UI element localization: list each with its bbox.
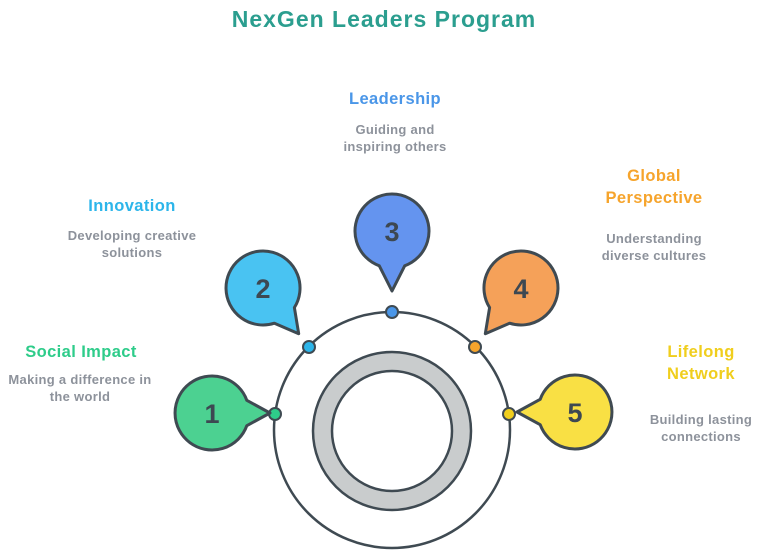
- bubble-1-social-impact: [173, 374, 272, 452]
- label-innovation: Innovation: [88, 197, 176, 215]
- bubble-2-innovation: [224, 249, 302, 336]
- label-social-impact: Social Impact: [25, 343, 137, 361]
- hub-ring-band: [313, 352, 471, 510]
- desc-innovation: Developing creative solutions: [67, 228, 197, 260]
- bubble-number-1: 1: [204, 399, 219, 429]
- orbit-dot-innovation: [302, 340, 316, 354]
- bubble-number-5: 5: [567, 398, 582, 428]
- bubble-number-4: 4: [513, 274, 528, 304]
- desc-leadership: Guiding and inspiring others: [343, 122, 447, 154]
- bubble-number-2: 2: [255, 274, 270, 304]
- hub-ring-inner-edge: [330, 369, 454, 493]
- desc-lifelong-network: Building lasting connections: [649, 412, 753, 444]
- hub-ring-outer-edge: [311, 350, 473, 512]
- orbit-dot-leadership: [385, 305, 399, 319]
- label-leadership: Leadership: [348, 90, 442, 108]
- page-title: NexGen Leaders Program: [231, 6, 537, 32]
- bubble-number-3: 3: [384, 217, 399, 247]
- desc-social-impact: Making a difference in the world: [8, 372, 152, 404]
- bubble-3-leadership: [353, 192, 431, 293]
- bubble-4-global-perspective: [482, 249, 560, 336]
- label-global-perspective: Global Perspective: [605, 167, 703, 208]
- desc-global-perspective: Understanding diverse cultures: [601, 231, 707, 263]
- orbit-dot-global-perspective: [468, 340, 482, 354]
- orbit-dot-lifelong-network: [502, 407, 516, 421]
- bubble-5-lifelong-network: [515, 373, 614, 451]
- label-lifelong-network: Lifelong Network: [667, 343, 735, 384]
